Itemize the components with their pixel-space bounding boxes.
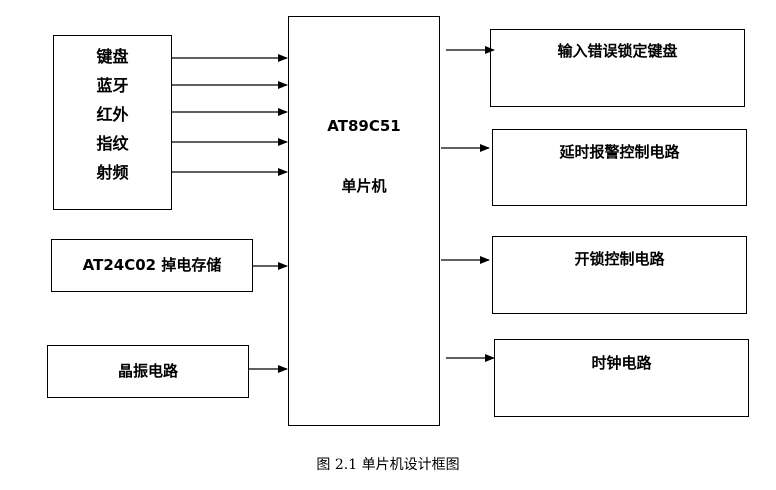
input-fingerprint-label: 指纹	[96, 134, 129, 153]
unlock-control-box: 开锁控制电路	[492, 236, 747, 314]
unlock-control-label: 开锁控制电路	[574, 250, 665, 268]
mcu-box: AT89C51 单片机	[288, 16, 440, 426]
figure-caption: 图 2.1 单片机设计框图	[316, 457, 460, 473]
input-devices-box: 键盘 蓝牙 红外 指纹 射频	[53, 35, 172, 210]
input-rfid-label: 射频	[96, 163, 129, 182]
mcu-model-label: AT89C51	[327, 117, 401, 135]
keyboard-lock-label: 输入错误锁定键盘	[557, 42, 678, 60]
crystal-oscillator-box: 晶振电路	[47, 345, 249, 398]
delay-alarm-box: 延时报警控制电路	[492, 129, 747, 206]
input-bluetooth-label: 蓝牙	[96, 76, 129, 95]
delay-alarm-label: 延时报警控制电路	[559, 143, 680, 161]
crystal-oscillator-label: 晶振电路	[117, 362, 178, 380]
mcu-name-label: 单片机	[341, 177, 387, 195]
input-infrared-label: 红外	[96, 105, 129, 124]
eeprom-storage-box: AT24C02 掉电存储	[51, 239, 253, 292]
eeprom-storage-label: AT24C02 掉电存储	[82, 256, 222, 274]
keyboard-lock-box: 输入错误锁定键盘	[490, 29, 745, 107]
input-keyboard-label: 键盘	[96, 47, 129, 66]
clock-circuit-box: 时钟电路	[494, 339, 749, 417]
clock-circuit-label: 时钟电路	[591, 354, 652, 372]
